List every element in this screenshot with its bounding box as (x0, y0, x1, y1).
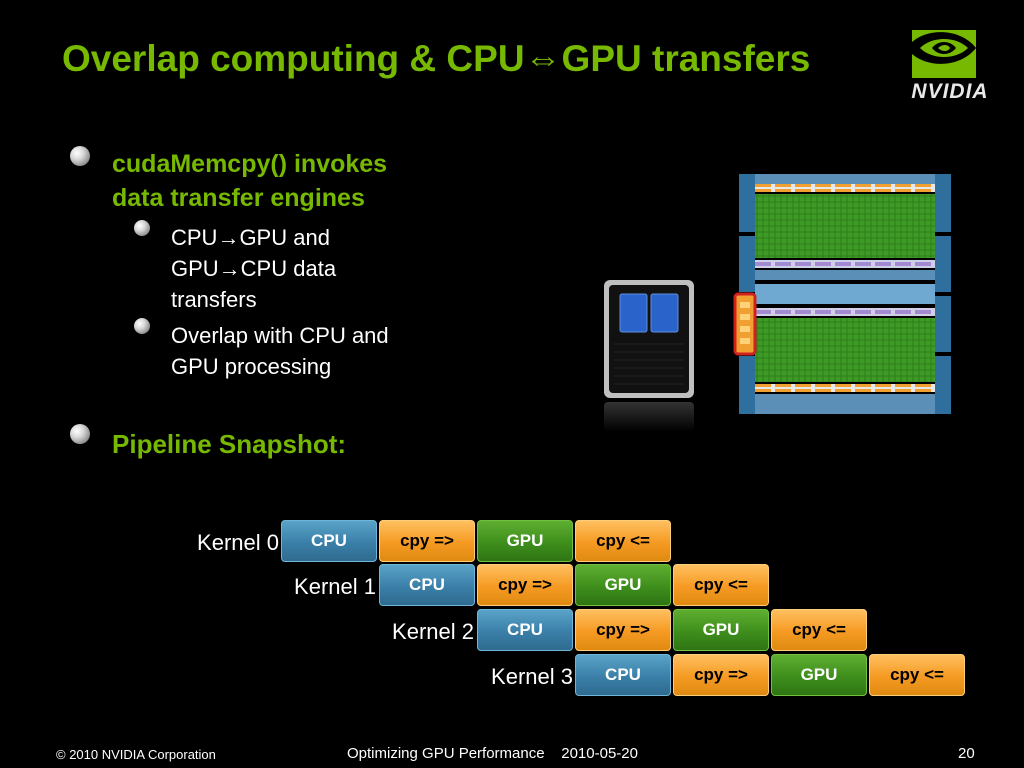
sub-bullet-2-line-2: GPU processing (171, 354, 332, 379)
copy-to-gpu-block: cpy => (575, 609, 671, 651)
copy-to-cpu-block: cpy <= (869, 654, 965, 696)
cpu-stage-block: CPU (575, 654, 671, 696)
cpu-stage-block: CPU (281, 520, 377, 562)
bullet-2-text: Pipeline Snapshot: (112, 429, 347, 459)
page-number: 20 (958, 745, 975, 762)
bullet-1-line-1: cudaMemcpy() invokes (112, 150, 388, 178)
kernel-label: Kernel 1 (294, 574, 376, 599)
kernel-label: Kernel 2 (392, 619, 474, 644)
sub-bullet-1-line-3: transfers (171, 287, 257, 312)
sub-bullet-1-line-1: CPU→GPU and (171, 225, 330, 250)
gpu-stage-block: GPU (477, 520, 573, 562)
slide-title: Overlap computing & CPU⇔GPU transfers (62, 38, 811, 79)
footer-copyright: © 2010 NVIDIA Corporation (56, 747, 216, 762)
sub-bullet-2-line-1: Overlap with CPU and (171, 323, 389, 348)
gpu-stage-block: GPU (673, 609, 769, 651)
nvidia-logo: NVIDIA (898, 28, 1002, 104)
kernel-label: Kernel 0 (197, 530, 279, 555)
logo-wordmark: NVIDIA (911, 80, 989, 103)
cpu-chip-illustration (604, 280, 694, 432)
copy-to-gpu-block: cpy => (673, 654, 769, 696)
copy-to-gpu-block: cpy => (477, 564, 573, 606)
sub-bullet-icon (134, 220, 150, 236)
gpu-stage-block: GPU (575, 564, 671, 606)
kernel-label: Kernel 3 (491, 664, 573, 689)
sub-bullet-icon (134, 318, 150, 334)
sub-bullet-1-line-2: GPU→CPU data (171, 256, 337, 281)
copy-to-cpu-block: cpy <= (771, 609, 867, 651)
bullet-icon (70, 424, 90, 444)
gpu-stage-block: GPU (771, 654, 867, 696)
copy-to-gpu-block: cpy => (379, 520, 475, 562)
bullet-icon (70, 146, 90, 166)
footer-center: Optimizing GPU Performance 2010-05-20 (347, 745, 638, 762)
nvidia-eye-icon (912, 30, 976, 78)
gpu-die-illustration (733, 174, 951, 414)
cpu-stage-block: CPU (477, 609, 573, 651)
bullet-1-line-2: data transfer engines (112, 184, 365, 212)
copy-to-cpu-block: cpy <= (575, 520, 671, 562)
copy-to-cpu-block: cpy <= (673, 564, 769, 606)
cpu-stage-block: CPU (379, 564, 475, 606)
